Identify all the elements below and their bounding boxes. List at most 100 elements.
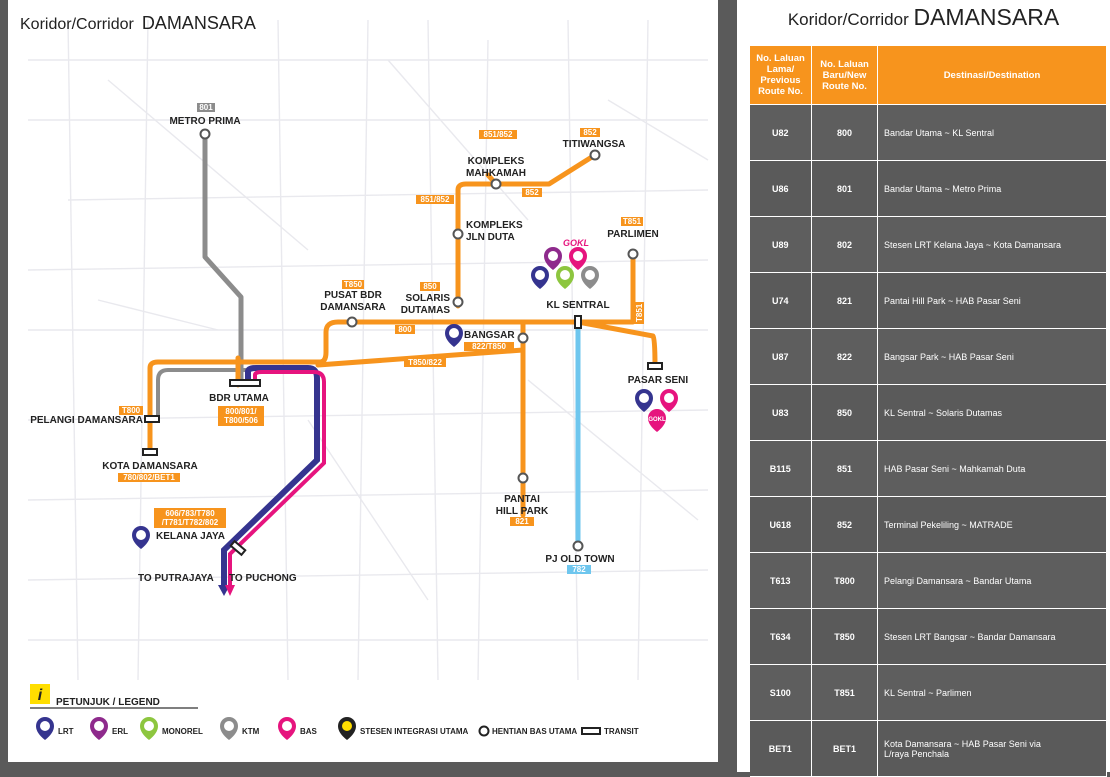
svg-text:DUTAMAS: DUTAMAS [401,305,451,316]
legend-integrasi-icon [338,717,356,740]
stop-kompleks-mahkamah [490,178,502,190]
legend-hentian-icon [478,725,490,737]
svg-text:780/802/BET1: 780/802/BET1 [123,473,175,482]
erl-pin-icon [544,247,562,270]
svg-text:852: 852 [583,128,597,137]
svg-text:822/T850: 822/T850 [472,342,506,351]
svg-text:PELANGI DAMANSARA: PELANGI DAMANSARA [30,415,143,426]
svg-text:TO PUCHONG: TO PUCHONG [229,573,297,584]
svg-text:BAS: BAS [300,727,318,736]
svg-text:852: 852 [525,188,539,197]
bas-pin-icon [569,247,587,270]
svg-text:606/783/T780: 606/783/T780 [165,509,215,518]
svg-text:KOMPLEKS: KOMPLEKS [466,220,523,231]
bas-pin-icon [660,389,678,412]
legend-lrt-icon [36,717,54,740]
svg-text:851/852: 851/852 [484,130,513,139]
stop-bangsar-park [517,332,529,344]
svg-text:METRO PRIMA: METRO PRIMA [169,116,240,127]
svg-text:KTM: KTM [242,727,260,736]
svg-text:PUSAT BDR: PUSAT BDR [324,290,382,301]
transit-pelangi [144,415,160,423]
info-icon [30,684,50,704]
side-title: Koridor/Corridor DAMANSARA [787,4,1060,30]
svg-text:HENTIAN BAS UTAMA: HENTIAN BAS UTAMA [492,727,577,736]
svg-text:ERL: ERL [112,727,128,736]
svg-text:TRANSIT: TRANSIT [604,727,639,736]
gokl-pin-icon: GOKL [648,409,666,432]
legend: i PETUNJUK / LEGEND LRT ERL MONOREL KTM … [30,684,639,740]
station-labels: METRO PRIMA KOMPLEKS MAHKAMAH TITIWANGSA… [30,116,688,584]
svg-text:851/852: 851/852 [421,195,450,204]
svg-text:PJ OLD TOWN: PJ OLD TOWN [545,554,614,565]
svg-text:SOLARIS: SOLARIS [406,293,451,304]
header-destination: Destinasi/Destination [877,45,1107,105]
svg-text:PARLIMEN: PARLIMEN [607,229,658,240]
stop-titiwangsa [589,149,601,161]
bus-stop-circles [199,128,639,552]
svg-text:T800/506: T800/506 [224,416,258,425]
route-801-line [202,134,244,380]
svg-text:STESEN INTEGRASI UTAMA: STESEN INTEGRASI UTAMA [360,727,469,736]
street-grid [27,19,709,681]
stop-pusat-bdr [346,316,358,328]
stop-solaris [452,296,464,308]
stop-pantai-hill-park [517,472,529,484]
svg-text:T850/822: T850/822 [408,358,442,367]
svg-text:800: 800 [398,325,412,334]
svg-text:800/801/: 800/801/ [225,407,257,416]
transit-kota-damansara [142,448,158,456]
svg-text:BDR UTAMA: BDR UTAMA [209,393,269,404]
svg-text:PETUNJUK / LEGEND: PETUNJUK / LEGEND [56,697,160,708]
lrt-pink-line [228,370,326,590]
svg-text:MONOREL: MONOREL [162,727,203,736]
gokl-logo: GOKL [563,238,589,248]
kl-sentral-pins: GOKL [531,238,599,289]
svg-text:i: i [38,687,43,704]
svg-text:BANGSAR: BANGSAR [464,330,515,341]
lrt-pin-icon [635,389,653,412]
to-puchong-arrow [225,585,235,596]
transit-pasar-seni [647,362,663,370]
svg-text:782: 782 [572,565,586,574]
svg-text:GOKL: GOKL [648,417,666,423]
route-T800-grey-line [156,368,246,420]
legend-ktm-icon [220,717,238,740]
transit-markers [142,315,663,557]
svg-text:KELANA JAYA: KELANA JAYA [156,531,225,542]
lrt-pin-icon [531,266,549,289]
svg-text:JLN DUTA: JLN DUTA [466,232,515,243]
svg-text:PASAR SENI: PASAR SENI [628,375,689,386]
ktm-pin-icon [581,265,599,289]
svg-text:T851: T851 [623,217,642,226]
stop-kompleks-jln-duta [452,228,464,240]
svg-text:PANTAI: PANTAI [504,494,540,505]
legend-monorel-icon [140,716,158,740]
svg-text:KOMPLEKS: KOMPLEKS [468,156,525,167]
svg-text:T851: T851 [635,303,644,322]
transit-bdr-utama [229,379,261,387]
legend-bas-icon [278,717,296,740]
svg-text:TITIWANGSA: TITIWANGSA [563,139,626,150]
svg-text:T800: T800 [122,406,141,415]
kelana-jaya-lrt-pin-icon [132,526,150,549]
svg-text:KL SENTRAL: KL SENTRAL [546,300,609,311]
